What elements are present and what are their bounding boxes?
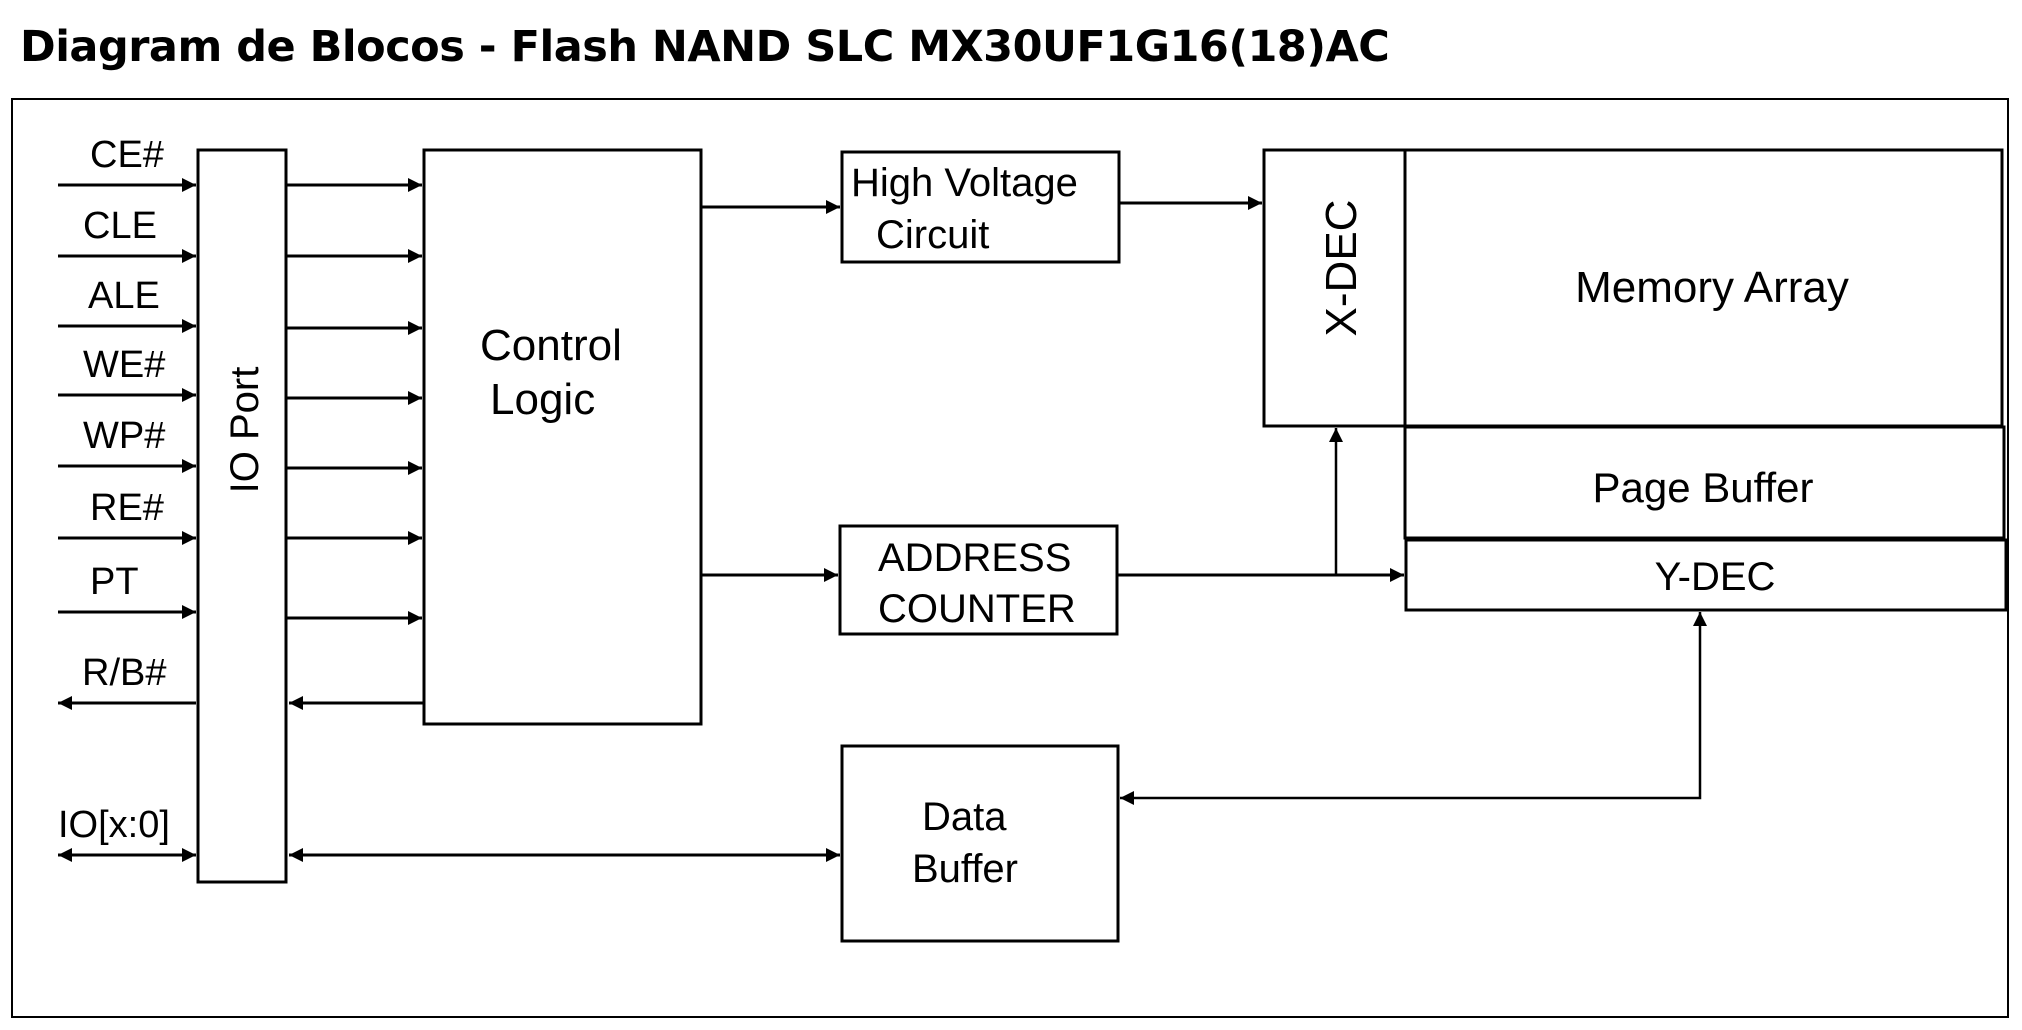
io-port-block: [196, 148, 288, 884]
y-dec-label: Y-DEC: [1655, 555, 1776, 599]
y-dec-block: [1404, 538, 2008, 612]
io-port-label: IO Port: [223, 367, 267, 494]
address-counter-label-line1: ADDRESS: [878, 536, 1071, 580]
x-dec-label: X-DEC: [1317, 200, 1366, 337]
address-counter-block: [838, 524, 1119, 636]
signal-label: CE#: [90, 134, 164, 176]
high-voltage-circuit-block: [840, 150, 1121, 264]
high-voltage-label-line2: Circuit: [876, 213, 989, 257]
page-buffer-block: [1403, 425, 2006, 540]
signal-label: ALE: [88, 275, 160, 317]
signal-label: IO[x:0]: [58, 804, 170, 846]
high-voltage-label-line1: High Voltage: [851, 161, 1078, 205]
control-logic-label-line1: Control: [480, 321, 622, 370]
control-logic-label-line2: Logic: [490, 375, 595, 424]
signal-label: R/B#: [82, 652, 166, 694]
page-title: Diagram de Blocos - Flash NAND SLC MX30U…: [20, 22, 1390, 72]
signal-label: WE#: [83, 344, 165, 386]
signal-group: CE# CLE ALE WE# WP# RE# PT R/B# IO[x:0]: [58, 134, 196, 862]
data-buffer-label-line1: Data: [922, 795, 1007, 839]
data-buffer-label-line2: Buffer: [912, 847, 1018, 891]
io-to-control-arrows: [286, 178, 422, 625]
data-buffer-block: [840, 744, 1120, 943]
signal-label: RE#: [90, 487, 164, 529]
signal-label: PT: [90, 561, 139, 603]
diagram-frame: [11, 98, 2009, 1018]
control-logic-block: [422, 148, 703, 726]
signal-label: CLE: [83, 205, 157, 247]
memory-array-label: Memory Array: [1575, 263, 1849, 312]
page-buffer-label: Page Buffer: [1592, 464, 1813, 511]
signal-label: WP#: [83, 415, 165, 457]
address-counter-label-line2: COUNTER: [878, 587, 1076, 631]
data-buffer-to-y-dec-arrow: [1120, 612, 1707, 805]
